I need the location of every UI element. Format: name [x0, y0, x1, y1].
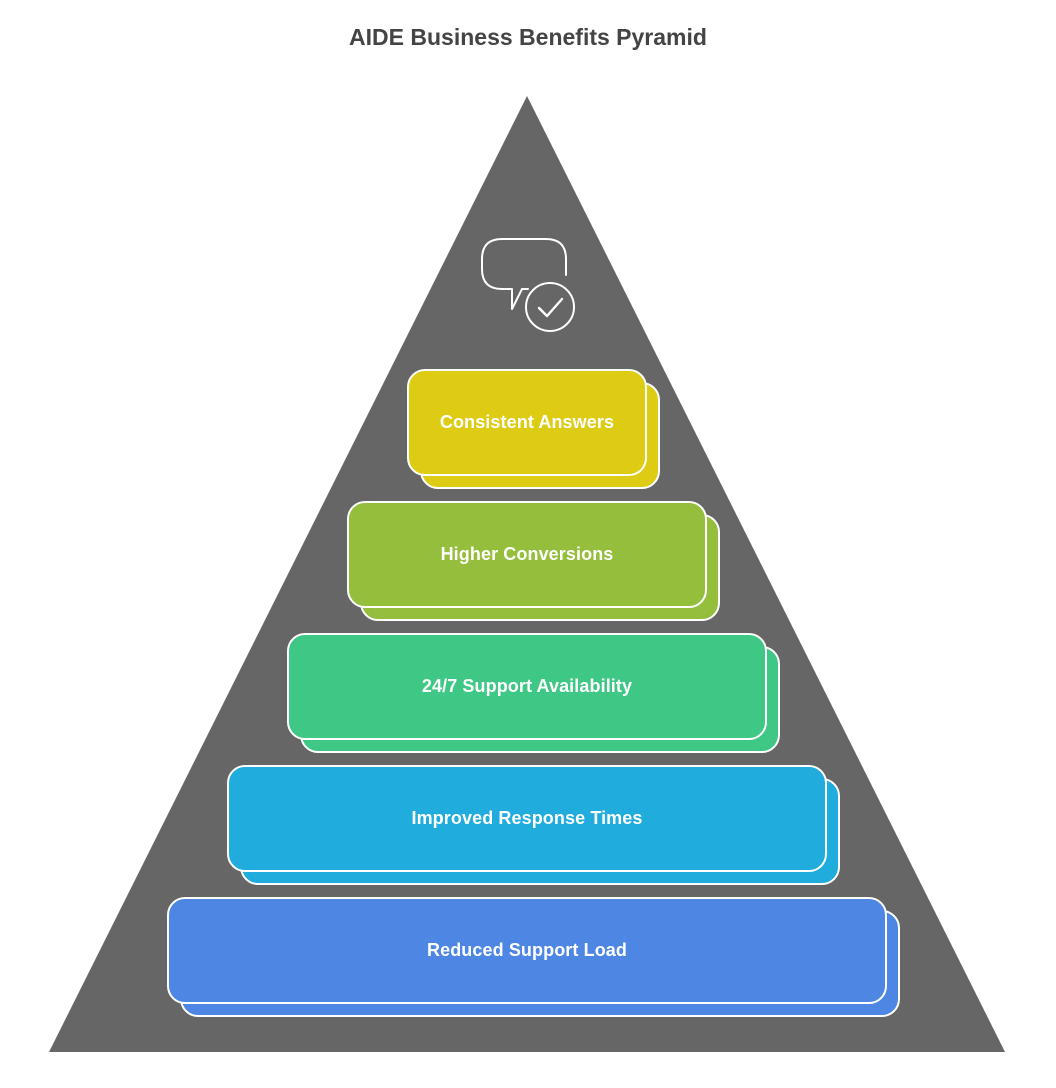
tier-reduced-support-load: Reduced Support Load: [167, 897, 900, 1017]
tier-face: Reduced Support Load: [167, 897, 887, 1004]
tier-consistent-answers: Consistent Answers: [407, 369, 660, 489]
tier-face: Improved Response Times: [227, 765, 827, 872]
page-title: AIDE Business Benefits Pyramid: [349, 24, 707, 50]
tier-label: Reduced Support Load: [427, 940, 627, 960]
tier-label: Higher Conversions: [440, 544, 614, 564]
tier-face: Consistent Answers: [407, 369, 647, 476]
speech-bubble-check-icon: [480, 237, 580, 342]
tier-face: Higher Conversions: [347, 501, 707, 608]
tier-face: 24/7 Support Availability: [287, 633, 767, 740]
tier-label: 24/7 Support Availability: [421, 676, 633, 696]
tier-higher-conversions: Higher Conversions: [347, 501, 720, 621]
tier-support-availability: 24/7 Support Availability: [287, 633, 780, 753]
tier-label: Consistent Answers: [439, 412, 615, 432]
tier-improved-response-times: Improved Response Times: [227, 765, 840, 885]
tier-label: Improved Response Times: [411, 808, 643, 828]
